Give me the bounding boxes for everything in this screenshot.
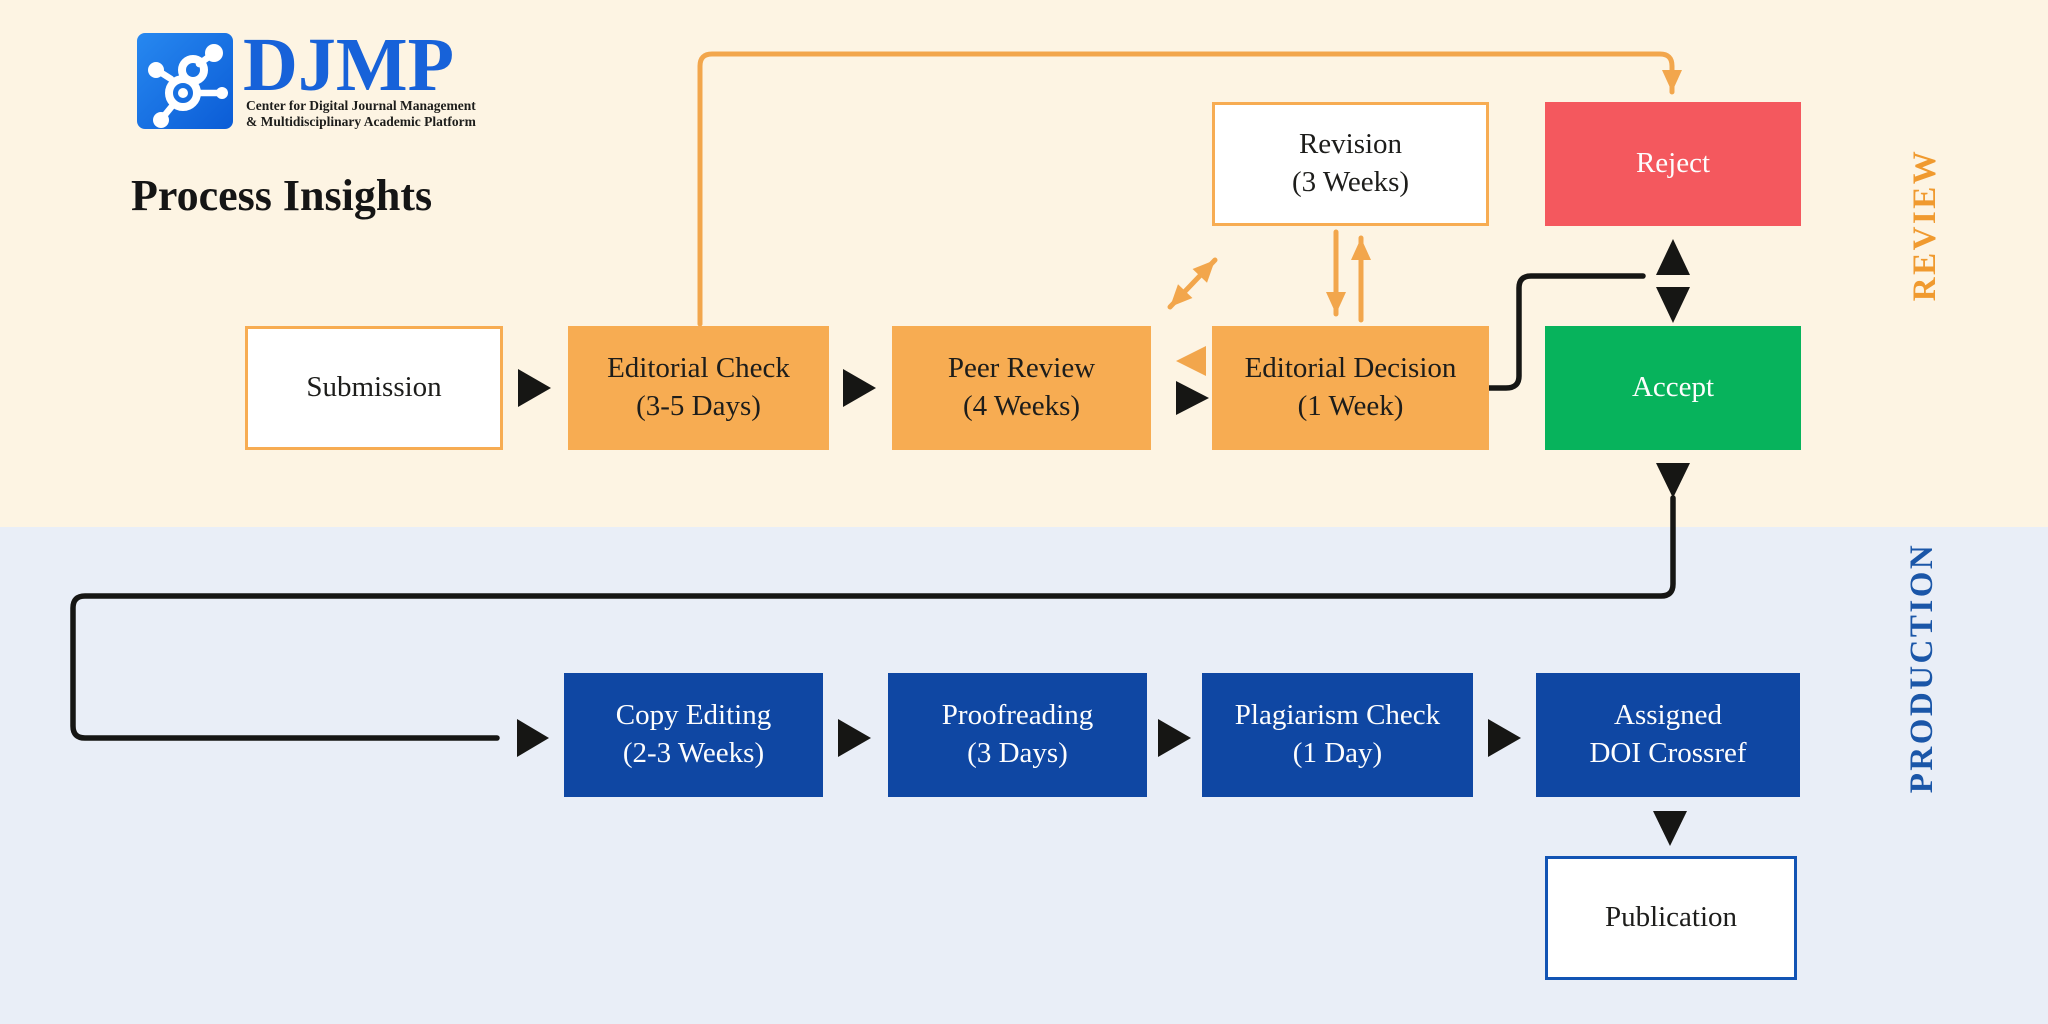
- node-editorial-decision: Editorial Decision (1 Week): [1212, 326, 1489, 450]
- djmp-logo-icon: [137, 33, 233, 129]
- node-revision: Revision (3 Weeks): [1212, 102, 1489, 226]
- brand-tagline-line2: & Multidisciplinary Academic Platform: [246, 113, 476, 129]
- node-editorial-check: Editorial Check (3-5 Days): [568, 326, 829, 450]
- brand-name: DJMP: [243, 23, 455, 107]
- brand-text-block: DJMP Center for Digital Journal Manageme…: [243, 23, 476, 129]
- node-publication: Publication: [1545, 856, 1797, 980]
- section-label-review: REVIEW: [1907, 148, 1943, 302]
- node-proofreading: Proofreading (3 Days): [888, 673, 1147, 797]
- node-submission: Submission: [245, 326, 503, 450]
- page-title: Process Insights: [131, 171, 433, 220]
- node-accept: Accept: [1545, 326, 1801, 450]
- node-copy-editing: Copy Editing (2-3 Weeks): [564, 673, 823, 797]
- node-peer-review: Peer Review (4 Weeks): [892, 326, 1151, 450]
- section-label-production: PRODUCTION: [1904, 542, 1940, 794]
- brand-header: DJMP Center for Digital Journal Manageme…: [137, 23, 476, 129]
- node-assigned-doi-crossref: Assigned DOI Crossref: [1536, 673, 1800, 797]
- brand-tagline-line1: Center for Digital Journal Management: [246, 98, 476, 114]
- node-reject: Reject: [1545, 102, 1801, 226]
- node-plagiarism-check: Plagiarism Check (1 Day): [1202, 673, 1473, 797]
